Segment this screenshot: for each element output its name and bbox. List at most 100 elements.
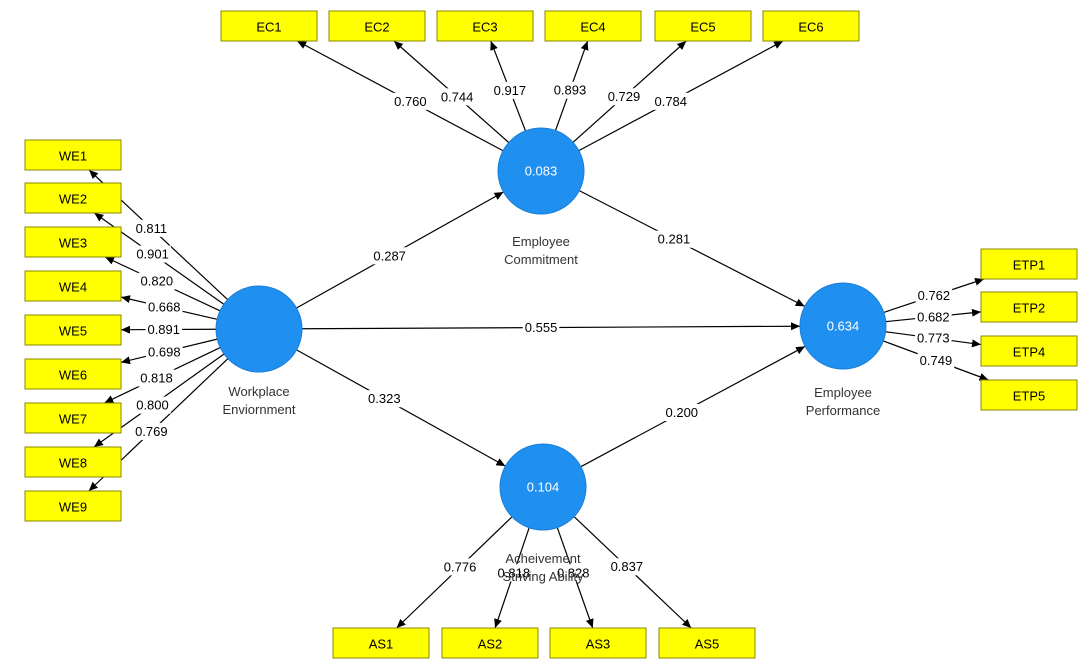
- indicator-box[interactable]: [220, 10, 318, 42]
- indicator-label: ETP4: [1013, 345, 1046, 360]
- loading-label-we8-bg: [134, 396, 171, 414]
- latent-circle[interactable]: [799, 282, 887, 370]
- indicator-box[interactable]: [24, 270, 122, 302]
- indicator-label: WE6: [59, 368, 87, 383]
- loading-label-ec1-bg: [392, 92, 429, 110]
- indicator-box[interactable]: [980, 335, 1078, 367]
- indicator-as5[interactable]: AS5: [658, 627, 756, 659]
- indicator-etp1[interactable]: ETP1: [980, 248, 1078, 280]
- indicator-ec4[interactable]: EC4: [544, 10, 642, 42]
- path-coef-we-ec-text: 0.287: [373, 248, 406, 263]
- loading-label-ec1: 0.760: [392, 92, 429, 110]
- latent-name-line: Workplace: [228, 384, 289, 399]
- indicator-etp2[interactable]: ETP2: [980, 291, 1078, 323]
- loading-label-we5-bg: [145, 321, 183, 339]
- indicator-we3[interactable]: WE3: [24, 226, 122, 258]
- indicator-box[interactable]: [24, 446, 122, 478]
- indicator-we9[interactable]: WE9: [24, 490, 122, 522]
- latent-name-line: Employee: [512, 234, 570, 249]
- path-edge-we-as: [296, 349, 506, 467]
- latent-circle[interactable]: [497, 127, 585, 215]
- loading-label-we3-text: 0.820: [141, 274, 174, 289]
- loading-label-we9: 0.769: [133, 422, 170, 440]
- indicator-ec1[interactable]: EC1: [220, 10, 318, 42]
- indicator-box[interactable]: [762, 10, 860, 42]
- indicator-label: WE7: [59, 412, 87, 427]
- latent-circle[interactable]: [215, 285, 303, 373]
- indicator-box[interactable]: [24, 226, 122, 258]
- indicator-we7[interactable]: WE7: [24, 402, 122, 434]
- loading-label-ec6-bg: [652, 92, 690, 110]
- indicator-box[interactable]: [24, 314, 122, 346]
- latent-name-line: Employee: [814, 385, 872, 400]
- indicator-box[interactable]: [332, 627, 430, 659]
- indicator-box[interactable]: [980, 379, 1078, 411]
- indicator-box[interactable]: [24, 358, 122, 390]
- indicator-we4[interactable]: WE4: [24, 270, 122, 302]
- indicator-as3[interactable]: AS3: [549, 627, 647, 659]
- indicator-ec3[interactable]: EC3: [436, 10, 534, 42]
- loading-label-we1-text: 0.811: [136, 221, 168, 236]
- indicator-box[interactable]: [980, 291, 1078, 323]
- loading-label-as5-text: 0.837: [611, 559, 644, 574]
- indicator-ec6[interactable]: EC6: [762, 10, 860, 42]
- indicator-box[interactable]: [544, 10, 642, 42]
- indicator-box[interactable]: [328, 10, 426, 42]
- indicator-as1[interactable]: AS1: [332, 627, 430, 659]
- indicator-as2[interactable]: AS2: [441, 627, 539, 659]
- loading-label-ec6: 0.784: [652, 92, 690, 110]
- indicator-box[interactable]: [549, 627, 647, 659]
- indicator-box[interactable]: [24, 402, 122, 434]
- indicator-label: WE8: [59, 456, 87, 471]
- indicator-we8[interactable]: WE8: [24, 446, 122, 478]
- loading-label-as2-text: 0.818: [498, 565, 531, 580]
- loading-label-we2-text: 0.901: [136, 247, 169, 262]
- indicator-etp5[interactable]: ETP5: [980, 379, 1078, 411]
- indicator-etp4[interactable]: ETP4: [980, 335, 1078, 367]
- indicator-label: AS1: [369, 637, 394, 652]
- indicator-box[interactable]: [441, 627, 539, 659]
- loading-label-ec1-text: 0.760: [394, 94, 427, 109]
- loading-label-etp5: 0.749: [917, 351, 955, 369]
- loading-label-we3-bg: [138, 272, 176, 290]
- loading-label-we4: 0.668: [145, 298, 183, 316]
- indicator-box[interactable]: [980, 248, 1078, 280]
- indicator-box[interactable]: [658, 627, 756, 659]
- indicator-we2[interactable]: WE2: [24, 182, 122, 214]
- indicator-box[interactable]: [24, 490, 122, 522]
- indicator-box[interactable]: [24, 139, 122, 171]
- loading-label-etp1-text: 0.762: [918, 288, 951, 303]
- path-coef-as-ep-text: 0.200: [666, 405, 699, 420]
- loading-label-as2: 0.818: [495, 564, 533, 582]
- indicator-box[interactable]: [24, 182, 122, 214]
- loading-label-we7-text: 0.818: [140, 371, 173, 386]
- indicator-label: WE9: [59, 500, 87, 515]
- indicator-box[interactable]: [436, 10, 534, 42]
- indicator-label: AS2: [478, 637, 503, 652]
- r-squared-value: 0.634: [827, 319, 860, 334]
- loading-label-ec3-text: 0.917: [494, 83, 527, 98]
- path-edge-ec-ep: [578, 190, 806, 307]
- indicator-ec5[interactable]: EC5: [654, 10, 752, 42]
- indicator-ec2[interactable]: EC2: [328, 10, 426, 42]
- latent-circle[interactable]: [499, 443, 587, 531]
- loading-label-we7-bg: [138, 369, 175, 387]
- path-coef-ec-ep: 0.281: [655, 230, 693, 248]
- loading-label-we4-bg: [145, 298, 183, 316]
- loading-label-we3: 0.820: [138, 272, 176, 290]
- indicator-we5[interactable]: WE5: [24, 314, 122, 346]
- path-coef-we-ep-bg: [522, 319, 560, 337]
- indicator-we6[interactable]: WE6: [24, 358, 122, 390]
- r-squared-value: 0.104: [527, 480, 560, 495]
- path-coef-we-as-bg: [366, 390, 403, 408]
- loading-label-we5: 0.891: [145, 321, 183, 339]
- indicator-label: WE4: [59, 280, 87, 295]
- indicator-box[interactable]: [654, 10, 752, 42]
- loading-label-we9-text: 0.769: [135, 424, 168, 439]
- indicator-we1[interactable]: WE1: [24, 139, 122, 171]
- loading-label-we8: 0.800: [134, 396, 171, 414]
